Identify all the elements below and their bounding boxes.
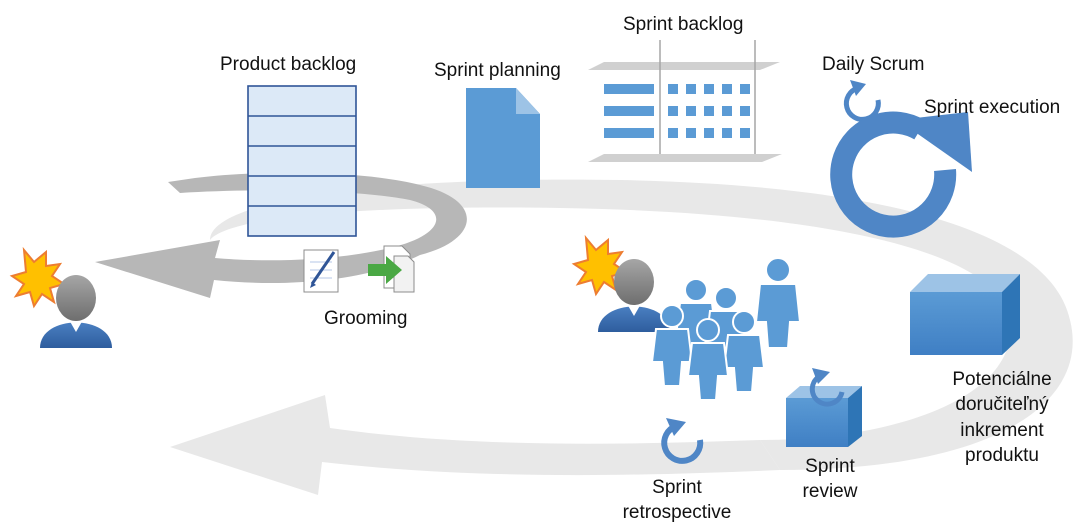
increment-label-line2: doručiteľný xyxy=(955,394,1049,415)
sprint-execution-label: Sprint execution xyxy=(924,97,1060,118)
sprint-review-label-line1: Sprint xyxy=(805,456,855,477)
sprint-retrospective-label-line1: Sprint xyxy=(652,477,702,498)
increment-label-line4: produktu xyxy=(965,445,1039,466)
increment-label-line1: Potenciálne xyxy=(952,369,1051,390)
grooming-label: Grooming xyxy=(324,308,407,329)
sprint-retrospective-label-line2: retrospective xyxy=(623,502,732,523)
sprint-execution-cycle-icon xyxy=(830,111,972,238)
alert-star-icon xyxy=(9,246,67,309)
development-team-icon xyxy=(650,257,802,401)
sprint-backlog-label: Sprint backlog xyxy=(623,14,743,35)
product-increment-cube-icon xyxy=(910,274,1020,355)
daily-scrum-label: Daily Scrum xyxy=(822,54,924,75)
increment-label-line3: inkrement xyxy=(960,420,1044,441)
product-backlog-icon xyxy=(247,85,357,237)
sprint-review-cube-icon xyxy=(786,368,862,447)
sprint-review-label-line2: review xyxy=(803,481,858,502)
product-owner-avatar xyxy=(9,246,112,348)
sprint-planning-label: Sprint planning xyxy=(434,60,561,81)
grooming-move-document-icon xyxy=(368,245,415,293)
product-backlog-label: Product backlog xyxy=(220,54,356,75)
sprint-planning-document-icon xyxy=(466,88,540,188)
grooming-edit-document-icon xyxy=(303,249,339,293)
scrum-master-avatar xyxy=(571,234,670,332)
sprint-retrospective-cycle-icon xyxy=(661,418,704,464)
sprint-backlog-board-icon xyxy=(588,40,782,162)
daily-scrum-cycle-icon xyxy=(843,80,881,122)
